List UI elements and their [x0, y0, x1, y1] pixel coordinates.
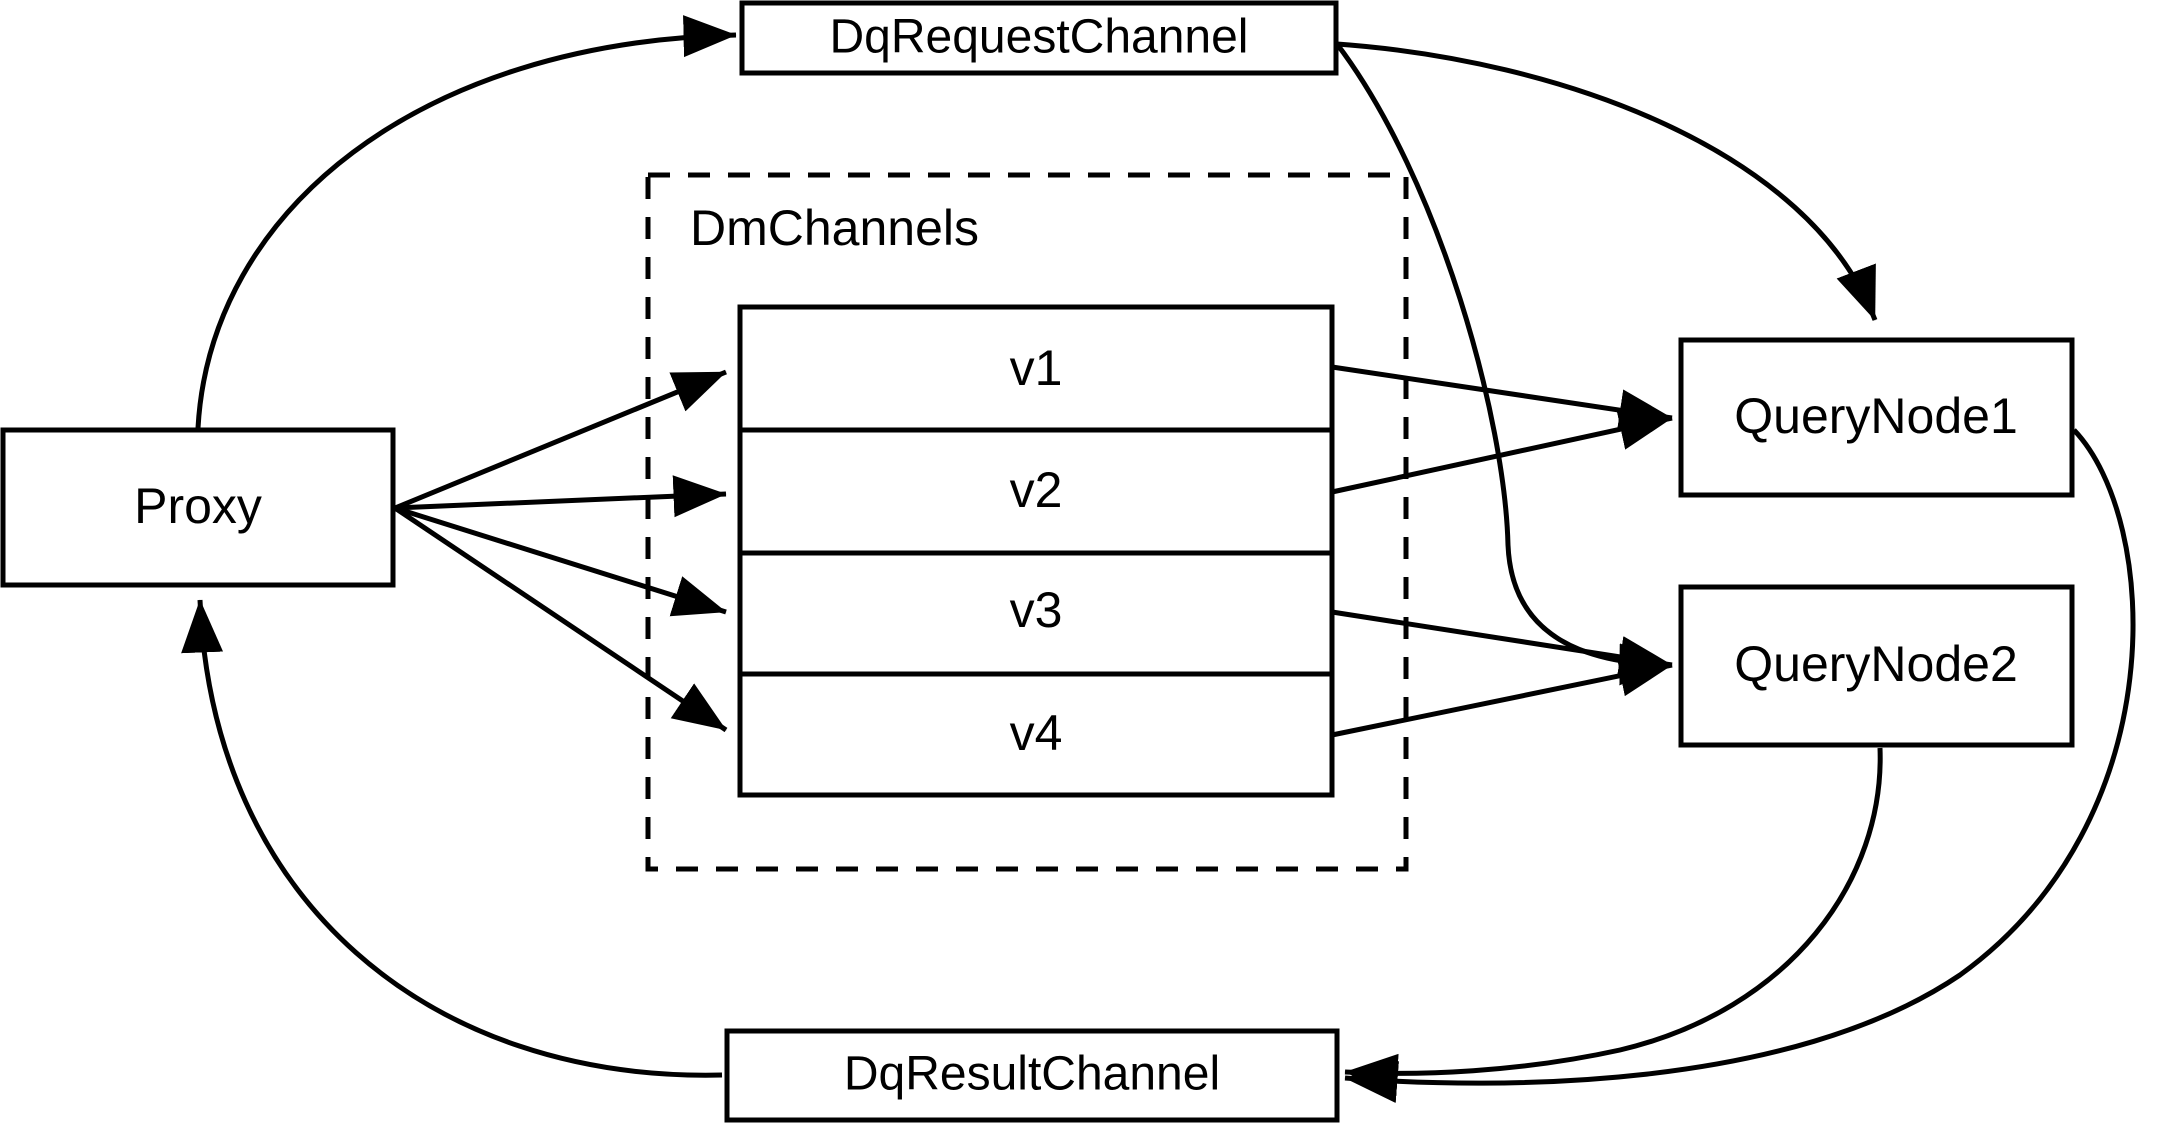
dm-channel-label-v4: v4	[1010, 705, 1063, 761]
edge-querynode1-to-dqresultchannel	[1344, 428, 2136, 1103]
query-node-2-box[interactable]	[1678, 584, 2075, 748]
edge-proxy-to-v2	[394, 475, 727, 518]
node-query-node-2[interactable]: QueryNode2	[1678, 584, 2075, 748]
dm-channel-label-v1: v1	[1010, 340, 1063, 396]
node-dq-result-channel[interactable]: DqResultChannel	[724, 1028, 1340, 1123]
dm-channel-row-v4[interactable]: v4	[1010, 705, 1063, 761]
dm-channels-label: DmChannels	[690, 200, 979, 256]
edge-v4-to-querynode2	[1331, 655, 1673, 738]
node-dq-request-channel[interactable]: DqRequestChannel	[739, 0, 1339, 76]
edge-proxy-to-v1	[394, 369, 727, 511]
query-node-1-label: QueryNode1	[1734, 388, 2018, 444]
dm-channel-row-v1[interactable]: v1	[1010, 340, 1063, 396]
edge-proxy-to-v4	[393, 505, 728, 733]
proxy-box[interactable]	[0, 427, 396, 588]
node-proxy[interactable]: Proxy	[0, 427, 396, 588]
edge-dqrequestchannel-to-querynode2	[1335, 42, 1673, 686]
edge-dqresultchannel-to-proxy	[181, 599, 723, 1078]
dm-channels-group: DmChannels	[645, 172, 1409, 872]
node-query-node-1[interactable]: QueryNode1	[1678, 337, 2075, 498]
query-node-2-label: QueryNode2	[1734, 636, 2018, 692]
dm-channel-row-v2[interactable]: v2	[1010, 462, 1063, 518]
dq-request-channel-label: DqRequestChannel	[830, 11, 1249, 64]
dq-result-channel-box[interactable]	[724, 1028, 1340, 1123]
dm-channel-row-v3[interactable]: v3	[1010, 582, 1063, 638]
edge-proxy-to-dqrequestchannel	[195, 15, 737, 429]
edge-v1-to-querynode1	[1331, 364, 1673, 431]
edge-v3-to-querynode2	[1331, 609, 1673, 678]
edge-v2-to-querynode1	[1331, 408, 1673, 495]
dm-channels-dashed-border	[645, 172, 1409, 872]
proxy-label: Proxy	[134, 478, 262, 534]
dm-channel-label-v2: v2	[1010, 462, 1063, 518]
edge-dqrequestchannel-to-querynode1	[1336, 41, 1878, 321]
dm-channel-label-v3: v3	[1010, 582, 1063, 638]
edge-querynode2-to-dqresultchannel	[1344, 747, 1883, 1096]
dm-channels-table: v1 v2 v3 v4	[737, 304, 1335, 798]
dq-result-channel-label: DqResultChannel	[844, 1048, 1220, 1101]
edge-proxy-to-v3	[394, 505, 727, 617]
dq-request-channel-box[interactable]	[739, 0, 1339, 76]
query-node-1-box[interactable]	[1678, 337, 2075, 498]
